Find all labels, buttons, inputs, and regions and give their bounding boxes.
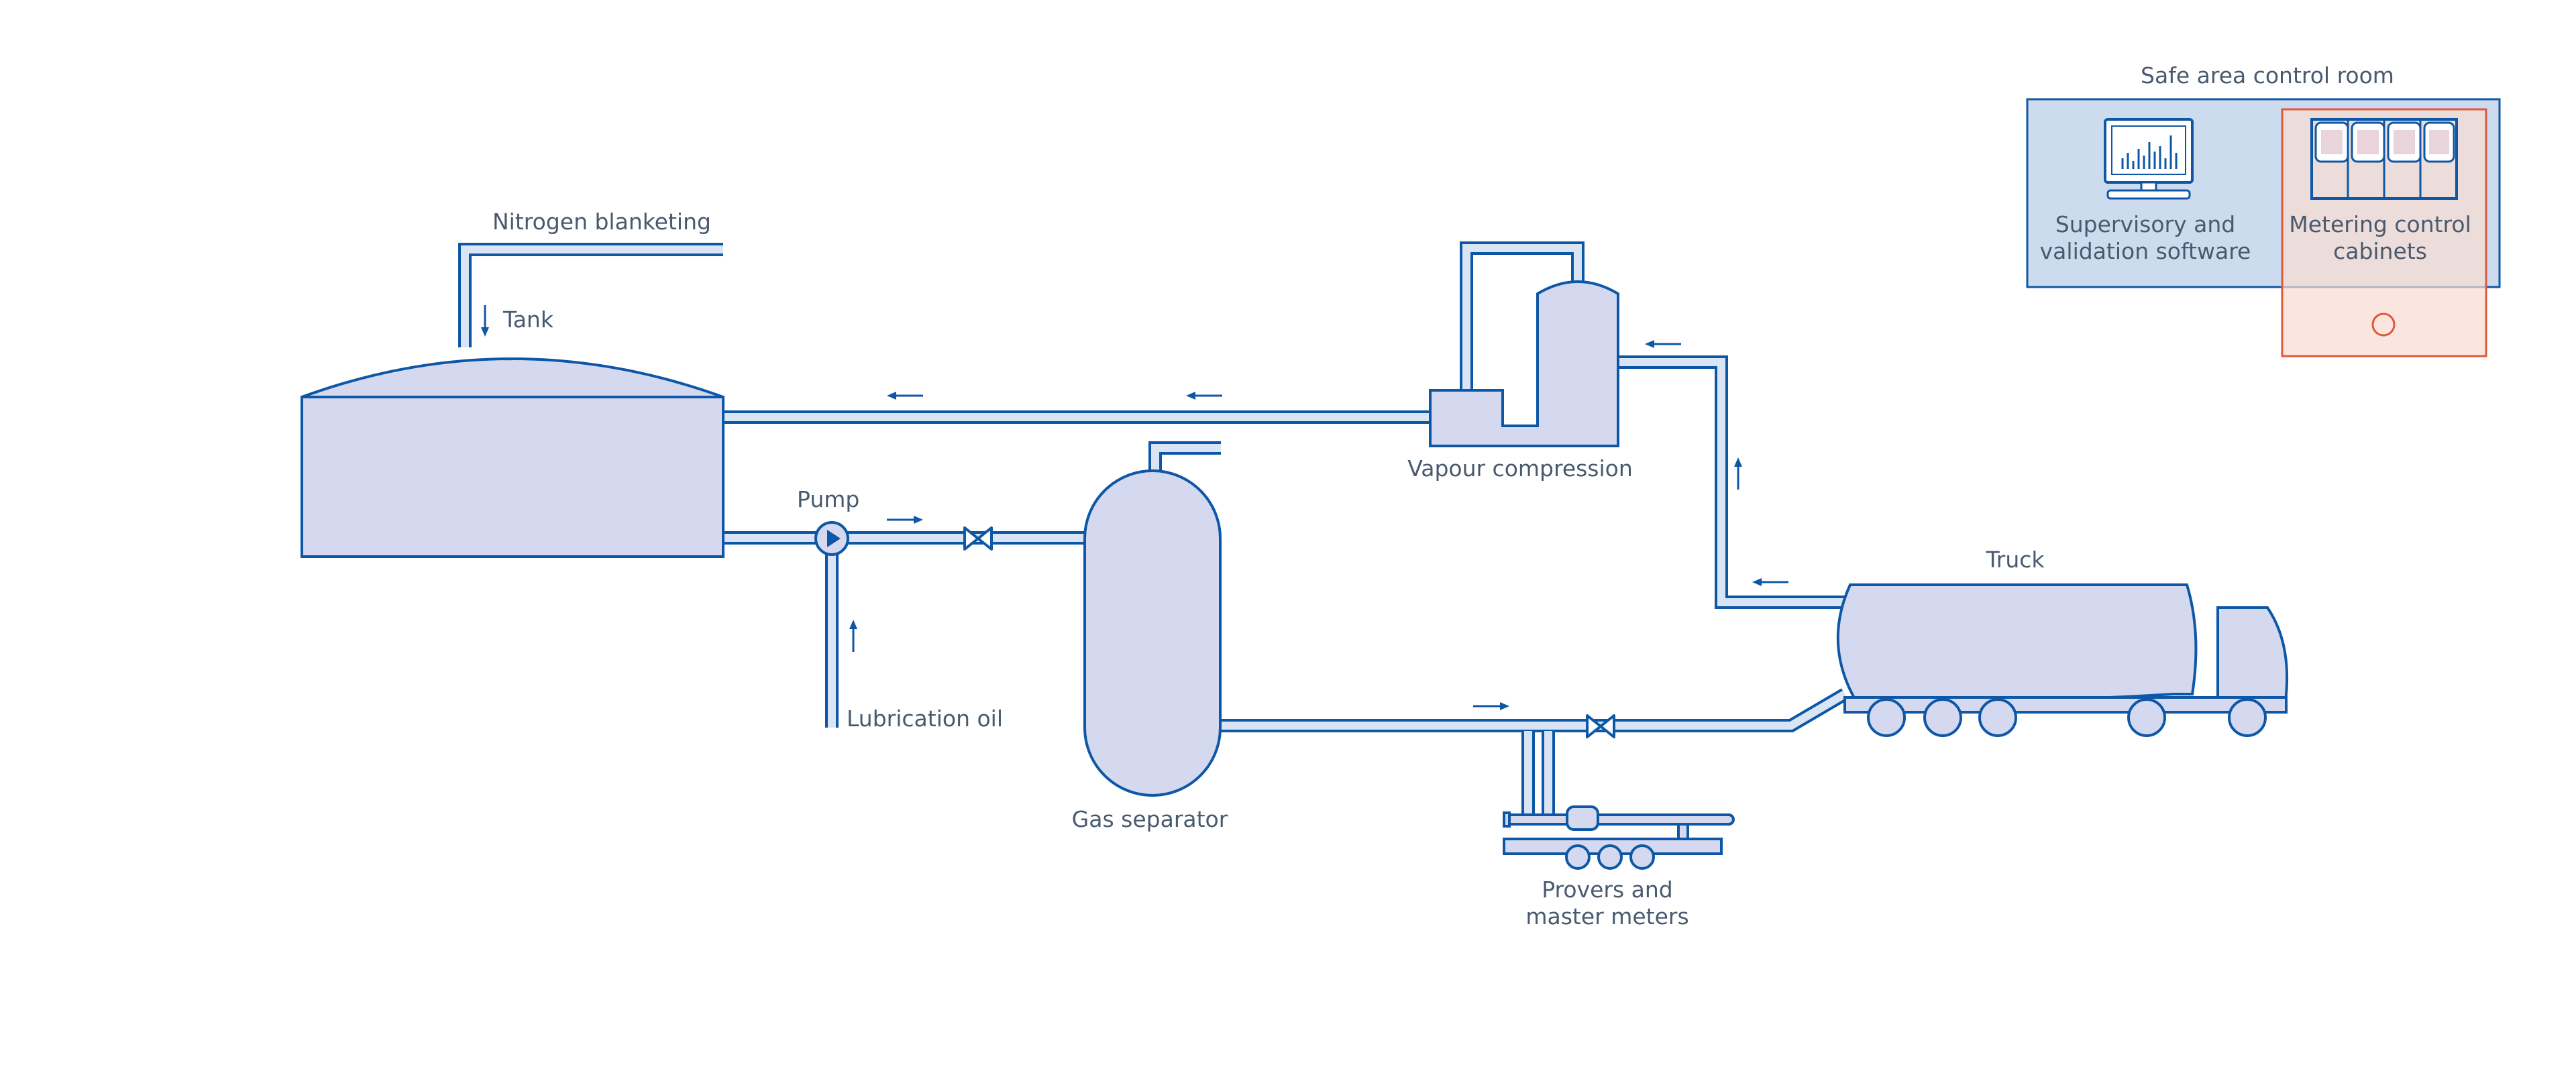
separator-vent-pipe: [1148, 441, 1221, 477]
pump-symbol: [814, 521, 849, 556]
label-provers-line-2: master meters: [1525, 903, 1688, 929]
truck-vapour-pipe: [1617, 355, 1846, 609]
arrow-pump-right: [887, 516, 923, 524]
tanker-truck: [1836, 583, 2289, 737]
label-lubrication-oil: Lubrication oil: [847, 705, 1003, 732]
cabinet-1: [2314, 121, 2349, 199]
valve-separator-inlet: [963, 526, 993, 551]
label-metering-line-2: cabinets: [2333, 238, 2427, 264]
label-control-room: Safe area control room: [2141, 62, 2394, 89]
vapour-loop-pipe: [1460, 241, 1585, 392]
diagram-labels: Nitrogen blanketing Tank Pump Lubricatio…: [492, 62, 2471, 929]
flow-arrows: [481, 305, 1788, 710]
arrow-lubrication-up: [849, 620, 857, 652]
label-vapour-compression: Vapour compression: [1407, 455, 1633, 482]
cabinet-4: [2423, 121, 2455, 163]
cabinet-2: [2351, 121, 2385, 199]
label-pump: Pump: [797, 486, 859, 512]
label-supervisory-line-2: validation software: [2040, 238, 2251, 264]
arrow-separator-right: [1473, 702, 1509, 710]
provers-master-meters: [1503, 805, 1735, 870]
label-truck: Truck: [1985, 547, 2045, 573]
label-tank: Tank: [502, 306, 554, 333]
vapour-compression-unit: [1429, 280, 1619, 447]
label-nitrogen-blanketing: Nitrogen blanketing: [492, 209, 711, 235]
storage-tank: [301, 357, 724, 558]
metering-cabinets-icon: [2310, 118, 2458, 200]
arrow-return-left-2: [1186, 392, 1222, 400]
gas-separator-vessel: [1083, 469, 1222, 797]
arrow-nitrogen-down: [481, 305, 489, 337]
label-supervisory-line-1: Supervisory and: [2055, 211, 2235, 237]
computer-monitor-icon: [2104, 118, 2194, 200]
arrow-return-left-1: [887, 392, 923, 400]
label-metering-line-1: Metering control: [2289, 211, 2471, 237]
control-room: [2026, 98, 2501, 357]
arrow-truck-vapour-left: [1645, 340, 1681, 348]
label-gas-separator: Gas separator: [1072, 806, 1228, 832]
valve-truck-line: [1586, 714, 1615, 738]
separator-truck-pipe: [1221, 688, 1849, 732]
prover-drop-pipes: [1521, 731, 1555, 817]
nitrogen-pipe: [458, 243, 723, 347]
cabinet-3: [2387, 121, 2422, 199]
label-provers-line-1: Provers and: [1542, 877, 1673, 903]
pipe-network: [458, 241, 1849, 817]
arrow-truck-left: [1752, 578, 1788, 586]
arrow-truck-vapour-up: [1734, 457, 1742, 490]
hazard-marker-icon: [2371, 313, 2396, 337]
